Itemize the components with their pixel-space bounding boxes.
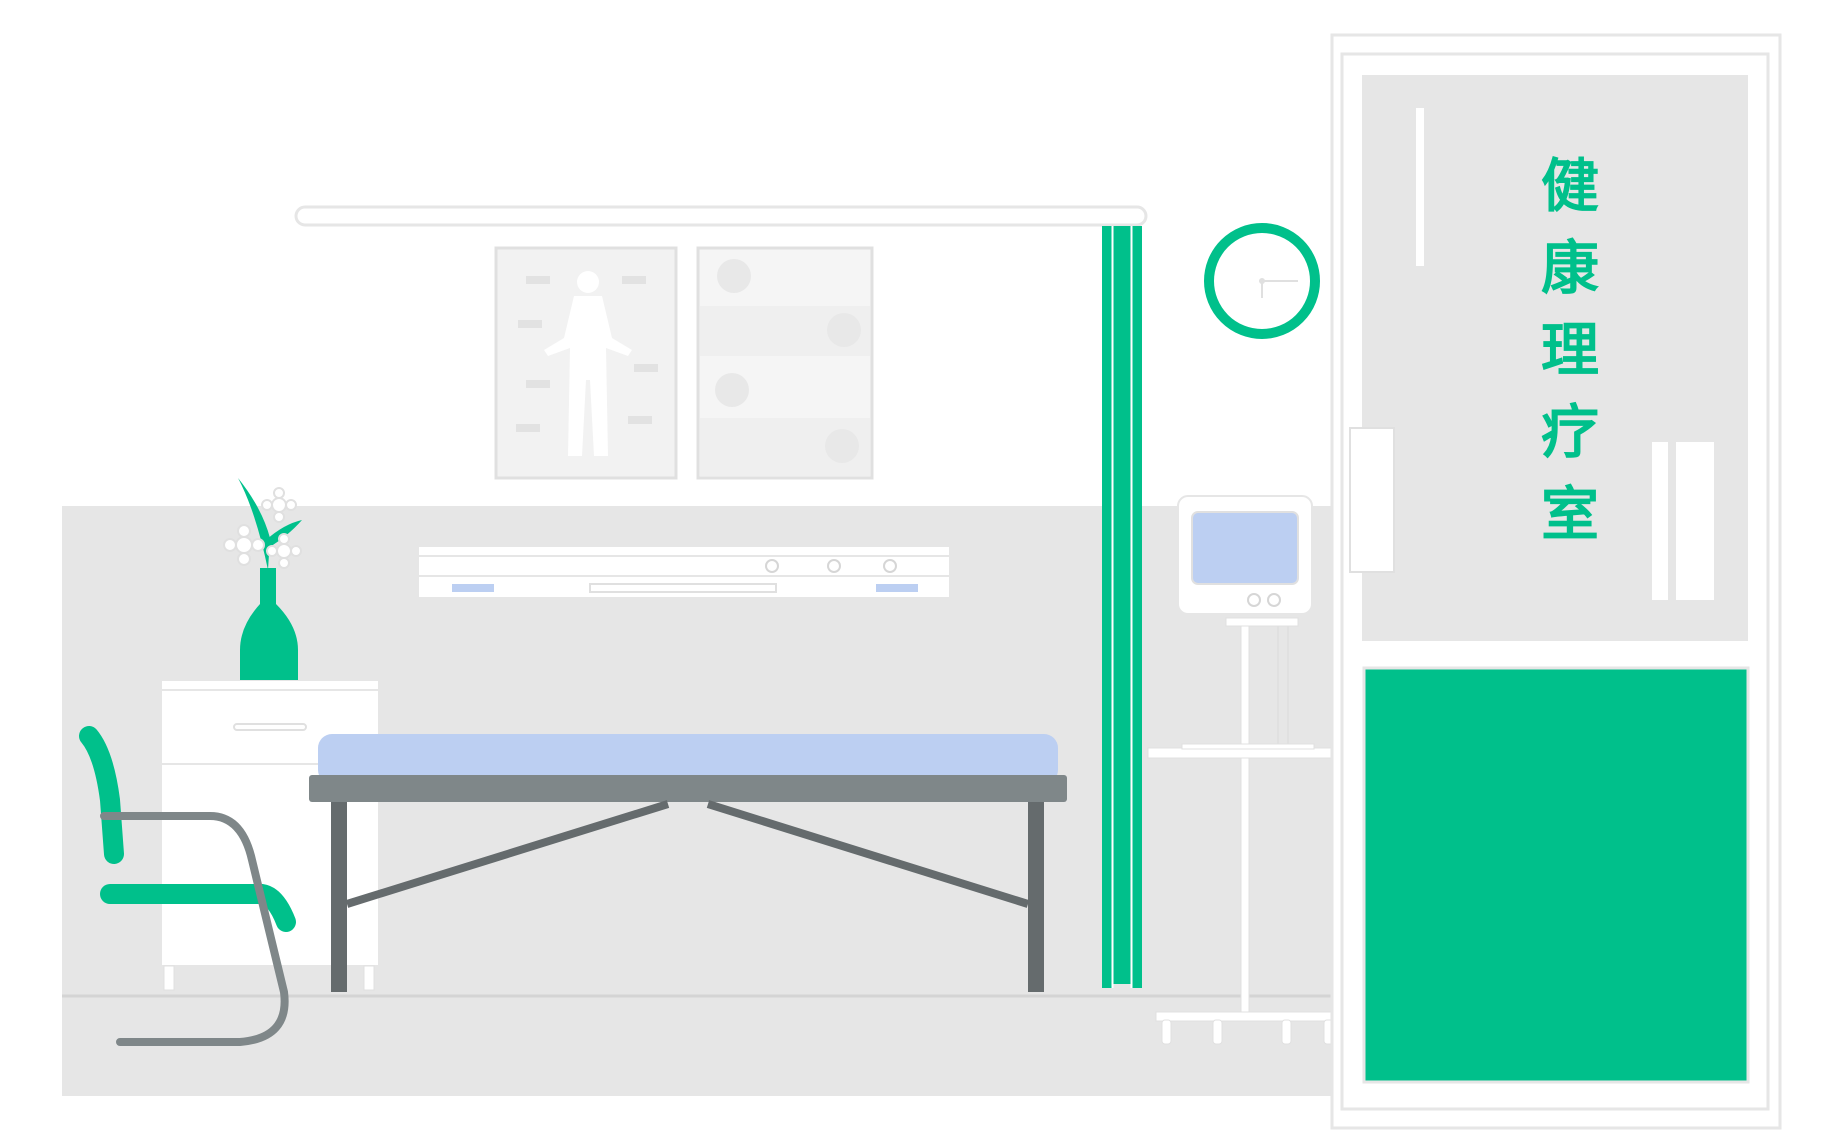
curtain-rail <box>294 205 1148 227</box>
sign-character: 康 <box>1540 234 1599 302</box>
anatomy-poster <box>494 246 678 480</box>
sign-character: 健 <box>1540 152 1599 220</box>
sign-character: 理 <box>1540 316 1599 384</box>
chart-poster <box>696 246 874 480</box>
sign-character: 室 <box>1540 480 1599 548</box>
treatment-room-door <box>1330 33 1782 1130</box>
medical-monitor-icon <box>1147 495 1335 1045</box>
examination-table <box>309 734 1067 992</box>
privacy-curtain <box>1102 226 1142 988</box>
anatomy-figure-icon <box>544 271 632 456</box>
door-sign-label: 健 康 理 疗 室 <box>1500 155 1640 545</box>
waiting-chair <box>79 726 296 1046</box>
sign-character: 疗 <box>1540 398 1599 466</box>
flower-vase-icon <box>223 478 302 680</box>
medical-gas-panel <box>417 545 951 599</box>
wall-clock-icon <box>1204 223 1320 339</box>
